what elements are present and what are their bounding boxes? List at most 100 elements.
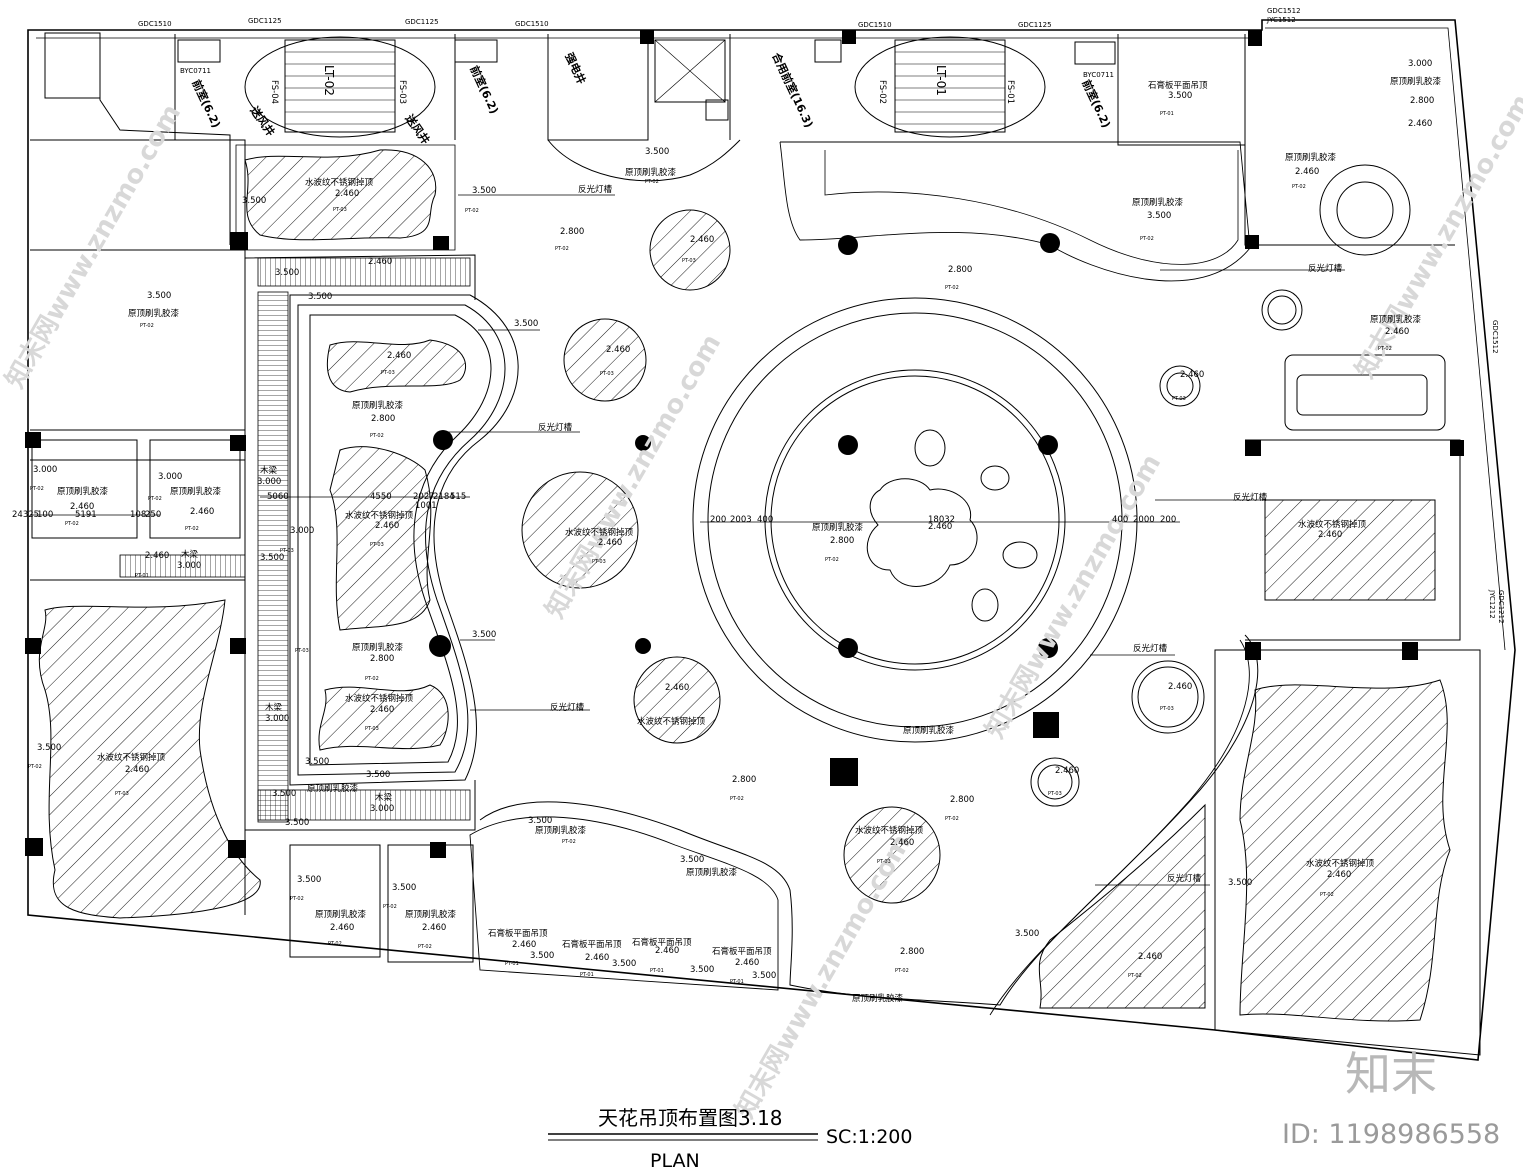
label-latex: 原顶刷乳胶漆 [315,909,367,920]
tag-mark: PT-02 [148,496,162,502]
door-code: GDC1510 [858,21,892,29]
label-wood: 木梁 [265,702,283,713]
level-mark: 2.460 [370,705,394,715]
level-mark: 2.460 [512,940,536,950]
label-reflect: 反光灯槽 [1233,492,1268,503]
dimension-value: 4550 [370,492,392,502]
drawing-scale: SC:1:200 [826,1126,912,1148]
level-mark: 2.460 [598,538,622,548]
tag-mark: PT-03 [592,559,606,565]
label-gypsum: 石膏板平面吊顶 [712,946,772,957]
tag-mark: PT-03 [1160,706,1174,712]
tag-mark: PT-02 [1292,184,1306,190]
label-wave-steel: 水波纹不锈钢掉顶 [565,527,634,538]
label-wave-steel: 水波纹不锈钢掉顶 [97,752,166,763]
label-reflect: 反光灯槽 [1308,263,1343,274]
tag-mark: PT-01 [1160,111,1174,117]
level-mark: 2.460 [928,522,952,532]
label-reflect: 反光灯槽 [1133,643,1168,654]
label-gypsum: 石膏板平面吊顶 [632,937,692,948]
label-wave-steel: 水波纹不锈钢掉顶 [855,825,924,836]
level-mark: 3.500 [297,875,321,885]
level-mark: 3.500 [305,757,329,767]
tag-mark: PT-01 [135,573,149,579]
dimension-value: 515 [450,492,466,502]
tag-mark: PT-02 [730,796,744,802]
dimension-value: 200 [710,515,726,525]
room-fs04: FS-04 [269,80,279,104]
level-mark: 2.460 [655,946,679,956]
level-mark: 3.500 [1168,91,1192,101]
level-mark: 3.000 [370,804,394,814]
door-code: BYC0711 [180,67,211,75]
label-gypsum: 石膏板平面吊顶 [562,939,622,950]
level-mark: 3.000 [177,561,201,571]
door-code: JYC1512 [1266,16,1296,24]
tag-mark: PT-03 [333,207,347,213]
door-code: JYC1212 [1488,589,1496,619]
tag-mark: PT-03 [1048,791,1062,797]
level-mark: 3.500 [242,196,266,206]
dimension-value: 200 [1160,515,1176,525]
tag-mark: PT-02 [65,521,79,527]
level-mark: 3.000 [290,526,314,536]
level-mark: 3.500 [514,319,538,329]
level-mark: 2.800 [560,227,584,237]
tag-mark: PT-02 [555,246,569,252]
tag-mark: PT-03 [682,258,696,264]
label-latex: 原顶刷乳胶漆 [1285,152,1337,163]
tag-mark: PT-02 [418,944,432,950]
level-mark: 3.500 [392,883,416,893]
label-reflect: 反光灯槽 [1167,873,1202,884]
level-mark: 2.460 [1180,370,1204,380]
tag-mark: PT-02 [140,323,154,329]
level-mark: 2.460 [606,345,630,355]
level-mark: 2.460 [387,351,411,361]
label-latex: 原顶刷乳胶漆 [352,400,404,411]
level-mark: 2.460 [1138,952,1162,962]
tag-mark: PT-01 [580,972,594,978]
label-wood: 木梁 [375,792,393,803]
watermark-block: 知末 ID: 1198986558 [1282,1047,1500,1150]
level-mark: 3.500 [275,268,299,278]
dimension-value: 2184 [433,492,455,502]
tag-mark: PT-03 [600,371,614,377]
level-mark: 2.460 [665,683,689,693]
tag-mark: PT-01 [505,961,519,967]
level-mark: 3.000 [265,714,289,724]
level-mark: 2.460 [70,502,94,512]
level-mark: 2.460 [1408,119,1432,129]
level-mark: 3.500 [612,959,636,969]
door-code: GDC1125 [248,17,282,25]
level-mark: 3.500 [285,818,309,828]
label-latex: 原顶刷乳胶漆 [1390,76,1442,87]
tag-mark: PT-03 [115,791,129,797]
structural-columns [25,30,1464,858]
watermark-logo: 知末 [1345,1047,1437,1101]
level-mark: 2.460 [375,521,399,531]
tag-mark: PT-02 [1140,236,1154,242]
dimension-value: 2000 [1133,515,1155,525]
level-mark: 3.500 [690,965,714,975]
wood-slat-bands [119,257,471,823]
tag-mark: PT-02 [945,816,959,822]
dimension-value: 250 [145,510,161,520]
label-latex: 原顶刷乳胶漆 [307,783,359,794]
level-mark: 2.800 [371,414,395,424]
tag-mark: PT-02 [185,526,199,532]
door-code: GDC1212 [1497,590,1505,624]
door-code: GDC1510 [138,20,172,28]
room-fs02: FS-02 [877,80,887,104]
door-code: GDC1510 [515,20,549,28]
tag-mark: PT-01 [730,979,744,985]
level-mark: 2.800 [370,654,394,664]
title-block: 天花吊顶布置图3.18 SC:1:200 PLAN [548,1106,912,1172]
tag-mark: PT-02 [1320,892,1334,898]
room-strong-shaft: 强电井 [562,50,589,86]
watermark-id: ID: 1198986558 [1282,1119,1500,1150]
level-mark: 3.500 [1147,211,1171,221]
tag-mark: PT-03 [877,859,891,865]
tag-mark: PT-02 [645,179,659,185]
label-reflect: 反光灯槽 [578,184,613,195]
